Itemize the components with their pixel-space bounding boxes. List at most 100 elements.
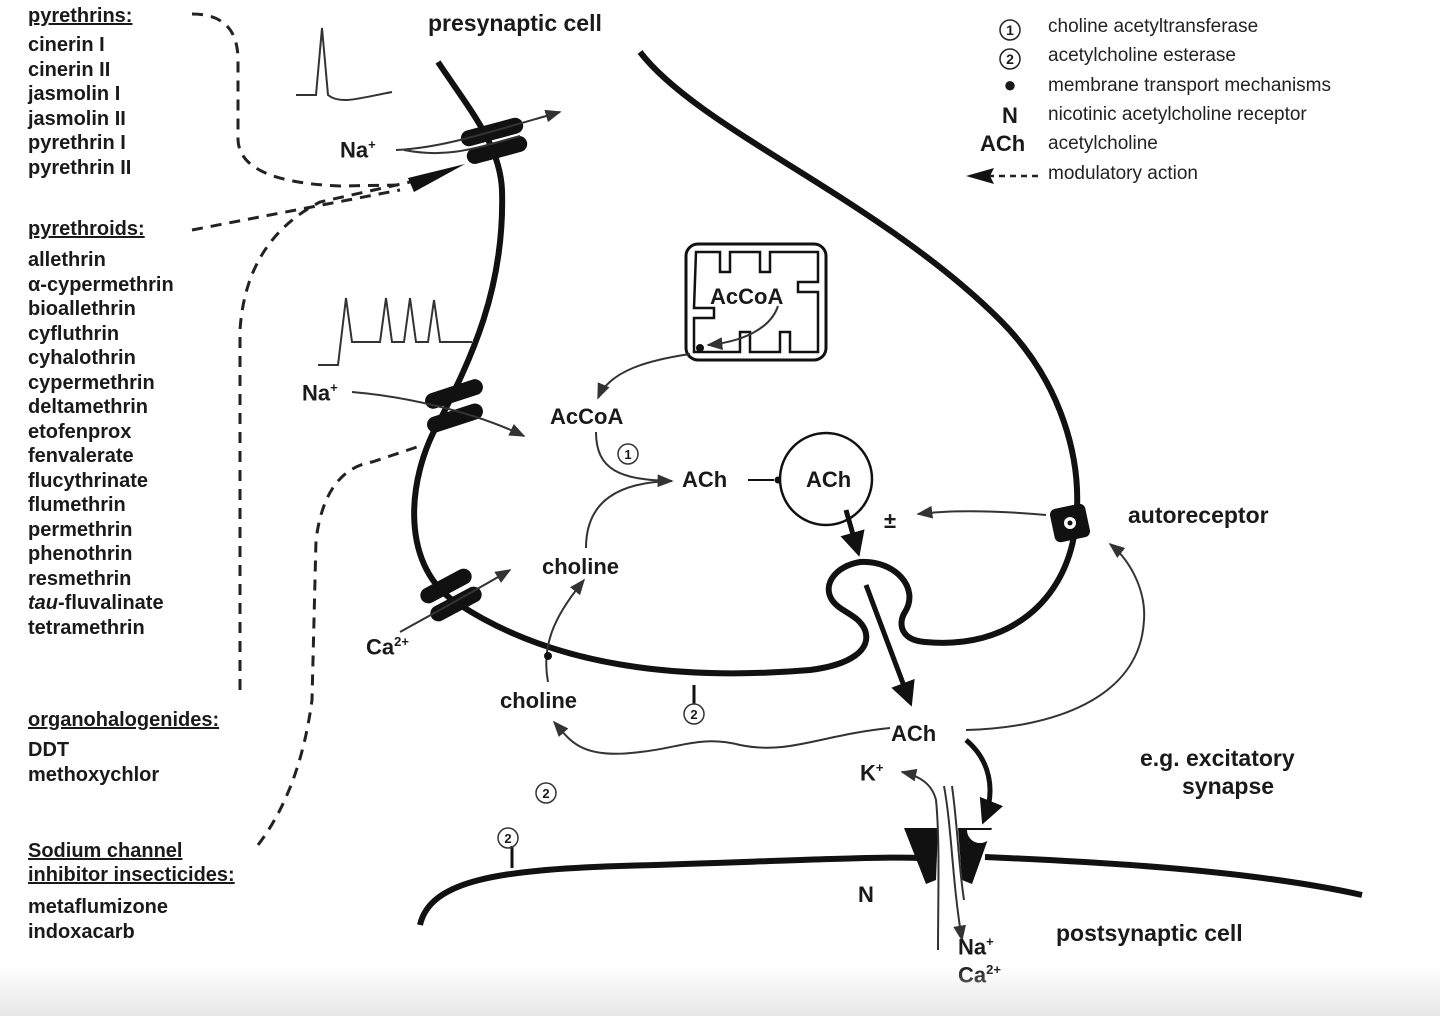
list-item: cinerin I — [28, 34, 105, 56]
accoa-transport-arrow — [706, 305, 779, 351]
ach-vesicle-label: ACh — [806, 467, 852, 492]
list-item: metaflumizone — [28, 896, 169, 918]
na-label-top: Na+ — [340, 137, 376, 163]
list-item: jasmolin II — [28, 107, 126, 130]
autoreceptor-label: autoreceptor — [1128, 502, 1269, 528]
list-item: pyrethrin I — [28, 132, 126, 154]
mitochondrion — [684, 242, 828, 362]
list-item: methoxychlor — [28, 763, 160, 786]
legend-symbol-1: 1 — [1006, 22, 1014, 38]
list-item: cinerin II — [28, 58, 111, 81]
list-item: jasmolin I — [28, 83, 121, 105]
excitatory-label-2: synapse — [1182, 773, 1275, 799]
plus-minus-label: ± — [884, 508, 897, 533]
na-influx-mid-arrow — [351, 391, 526, 437]
synaptic-vesicle — [778, 431, 874, 527]
pyrethroids-dashed-line — [191, 188, 401, 232]
na-ca-influx-line2 — [951, 785, 965, 901]
enzyme-2-label: 2 — [504, 831, 511, 846]
legend-symbol-ach: ACh — [980, 131, 1026, 156]
postsynaptic-cell-label: postsynaptic cell — [1056, 920, 1243, 946]
sodium-channel-dashed-line — [256, 444, 421, 846]
accoa-export-arrow — [597, 353, 691, 400]
list-item: allethrin — [28, 249, 106, 271]
burst-spike-trace — [318, 297, 472, 366]
bottom-shading — [0, 966, 1440, 1016]
legend-text: acetylcholine esterase — [1048, 45, 1236, 66]
n-receptor-label: N — [858, 882, 874, 907]
list-item: cyfluthrin — [28, 322, 120, 345]
ach-cleft-label: ACh — [891, 721, 937, 746]
list-item: phenothrin — [28, 543, 133, 565]
enzyme-2-label: 2 — [542, 786, 549, 801]
list-item: flucythrinate — [28, 469, 149, 492]
exocytosis-arrow — [863, 584, 915, 707]
legend-text: choline acetyltransferase — [1048, 16, 1259, 37]
list-item: resmethrin — [28, 567, 132, 590]
accoa-to-ach-arrow — [595, 431, 674, 488]
k-efflux-arrow — [900, 768, 940, 951]
tau-suffix: -fluvalinate — [58, 592, 164, 614]
circled-one-icon: 1 — [999, 19, 1021, 41]
pyrethrins-dashed-line — [191, 12, 401, 188]
dot-icon: ● — [1003, 72, 1017, 97]
enzyme-1-label: 1 — [624, 447, 631, 462]
list-item: cypermethrin — [28, 371, 155, 394]
ca-label-left: Ca2+ — [366, 634, 409, 660]
organohalogenides-list: DDT methoxychlor — [28, 738, 159, 787]
legend-symbol-2: 2 — [1006, 51, 1014, 67]
choline-outside-label: choline — [500, 688, 578, 713]
legend-text: modulatory action — [1048, 163, 1198, 184]
na-influx-top-arrow — [395, 109, 562, 151]
vesicle-release-arrow — [840, 509, 865, 557]
list-item: pyrethrin II — [28, 156, 132, 179]
presynaptic-cell-label: presynaptic cell — [428, 10, 602, 36]
choline-transporter-dot — [544, 652, 552, 660]
enzyme-2-icon — [535, 782, 557, 804]
choline-inside-label: choline — [542, 554, 620, 579]
list-item: DDT — [28, 739, 70, 761]
enzyme-1-icon — [617, 443, 639, 465]
ach-to-choline-arrow — [552, 720, 891, 755]
excitatory-label-1: e.g. excitatory — [1140, 745, 1295, 771]
list-item: tetramethrin — [28, 616, 145, 639]
enzyme-2-label: 2 — [690, 707, 697, 722]
ach-binding-arrow — [964, 738, 1004, 825]
list-item: deltamethrin — [28, 396, 149, 418]
circled-two-icon: 2 — [999, 48, 1021, 70]
list-item: fenvalerate — [28, 445, 134, 467]
autoreceptor-feedback-arrow — [965, 542, 1146, 731]
na-post-label: Na+ — [958, 934, 994, 960]
sodium-channel-heading-2: inhibitor insecticides: — [28, 864, 235, 886]
enzyme-2-icon — [683, 703, 705, 725]
sodium-channel-middle — [425, 379, 483, 433]
autoreceptor-modulation-arrow — [916, 505, 1047, 519]
autoreceptor-icon — [1049, 503, 1091, 543]
pyrethrins-list: cinerin I cinerin II jasmolin I jasmolin… — [28, 33, 131, 180]
accoa-label: AcCoA — [550, 404, 624, 429]
list-item: flumethrin — [28, 494, 126, 516]
pyrethroids-list: allethrin α-cypermethrin bioallethrin cy… — [28, 248, 174, 640]
enzyme-2-icon — [497, 827, 519, 849]
organohalogenides-dashed-line — [238, 180, 411, 690]
list-item: tau-fluvalinate — [28, 591, 174, 616]
postsynaptic-membrane-left — [417, 854, 921, 926]
single-spike-trace — [296, 27, 393, 101]
legend-text: acetylcholine — [1048, 133, 1158, 154]
sodium-channel-list: metaflumizone indoxacarb — [28, 895, 168, 944]
ach-synthesis-label: ACh — [682, 467, 728, 492]
pyrethroids-heading: pyrethroids: — [28, 218, 145, 240]
pyrethrins-heading: pyrethrins: — [28, 5, 133, 27]
tau-prefix: tau — [28, 592, 58, 614]
na-influx-top-line2 — [403, 135, 521, 155]
list-item: permethrin — [28, 518, 133, 541]
legend-text: membrane transport mechanisms — [1048, 75, 1331, 96]
list-item: indoxacarb — [28, 920, 135, 943]
organohalogenides-heading: organohalogenides: — [28, 709, 220, 731]
list-item: etofenprox — [28, 420, 132, 443]
k-plus-label: K+ — [860, 760, 884, 786]
dashed-arrow-icon — [966, 168, 1038, 184]
modulatory-lines — [191, 12, 421, 846]
nicotinic-receptor-icon — [904, 828, 993, 884]
